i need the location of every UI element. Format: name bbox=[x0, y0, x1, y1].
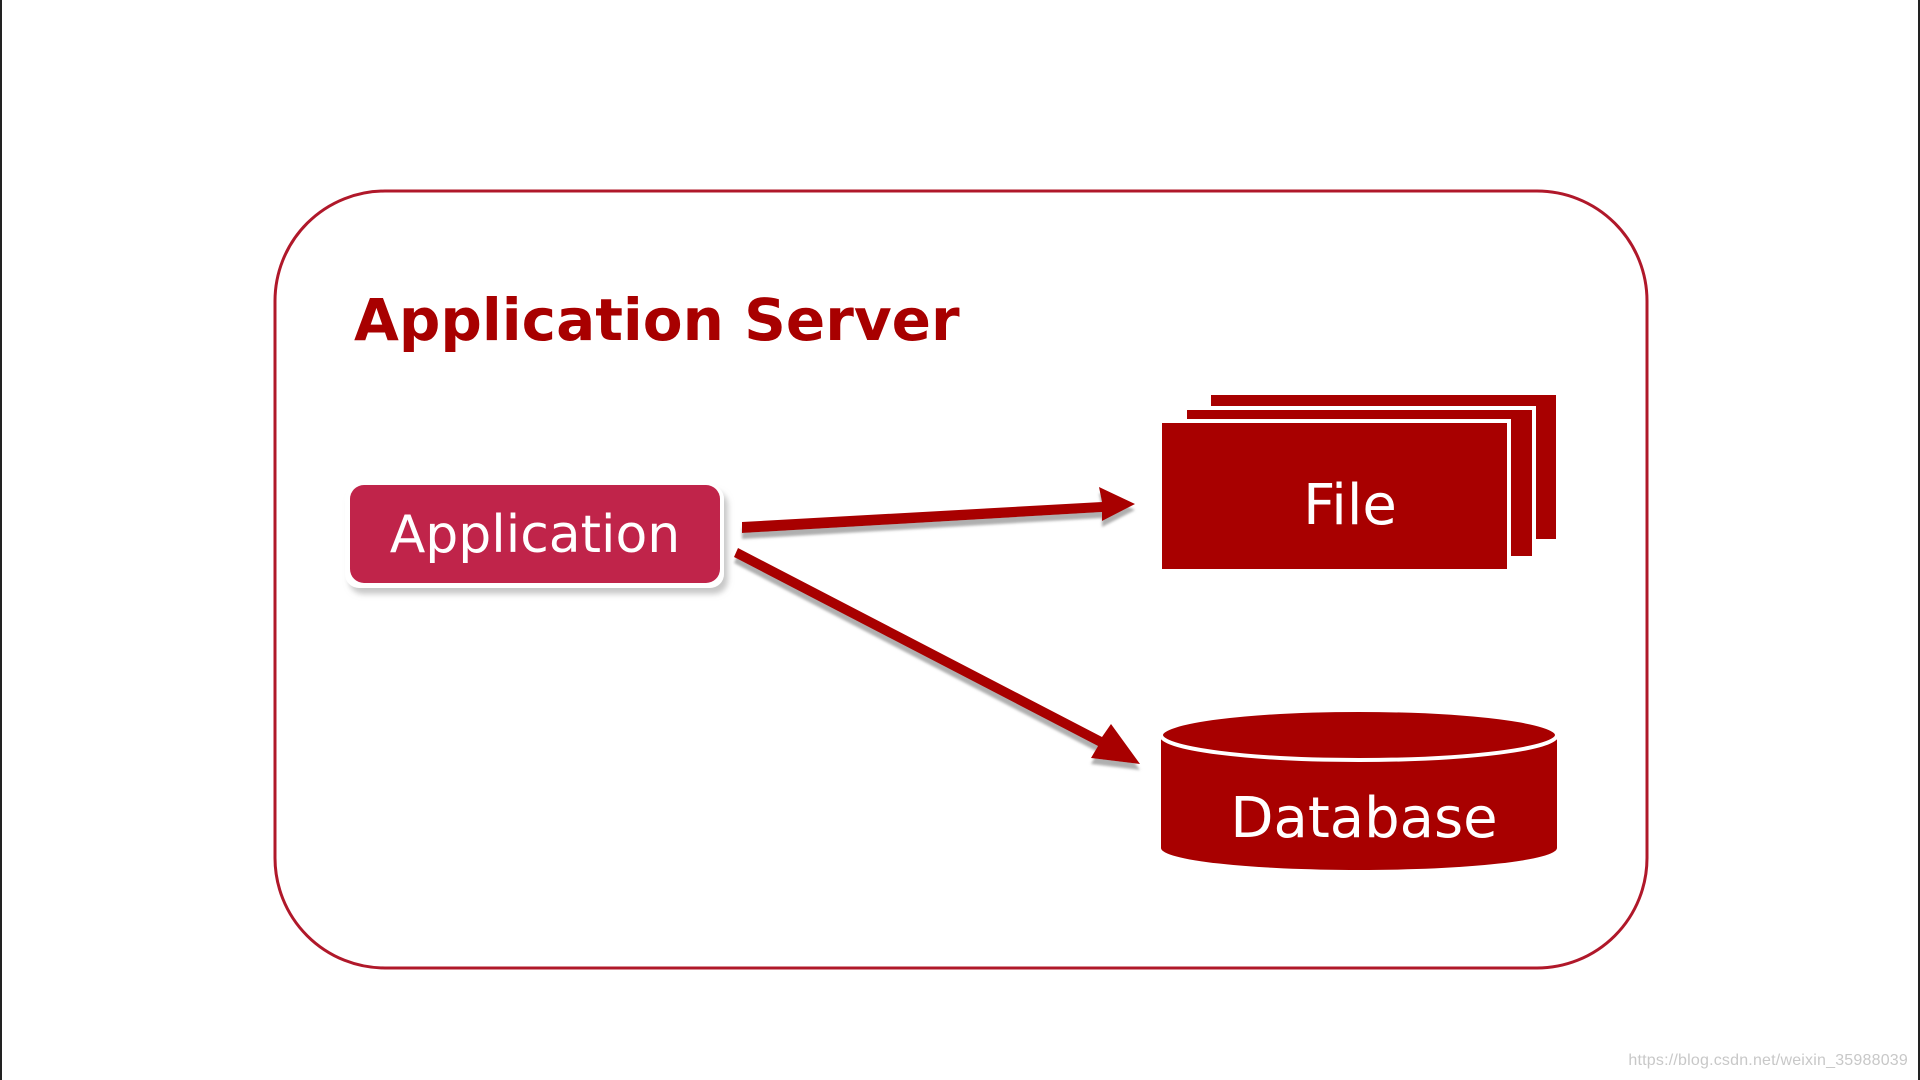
file-label: File bbox=[1303, 473, 1397, 538]
arrow-application-to-file bbox=[742, 487, 1135, 533]
container-title: Application Server bbox=[354, 286, 960, 354]
database-cylinder-body bbox=[1161, 735, 1557, 870]
database-cylinder-top bbox=[1159, 708, 1559, 762]
file-node: File bbox=[1158, 391, 1560, 573]
application-label: Application bbox=[390, 505, 681, 565]
application-node: Application bbox=[345, 485, 724, 588]
file-stack-front bbox=[1158, 419, 1511, 573]
database-label: Database bbox=[1230, 786, 1497, 851]
watermark-url: https://blog.csdn.net/weixin_35988039 bbox=[1628, 1052, 1908, 1069]
database-node: Database bbox=[1159, 708, 1559, 870]
arrow-application-to-database bbox=[734, 548, 1140, 764]
